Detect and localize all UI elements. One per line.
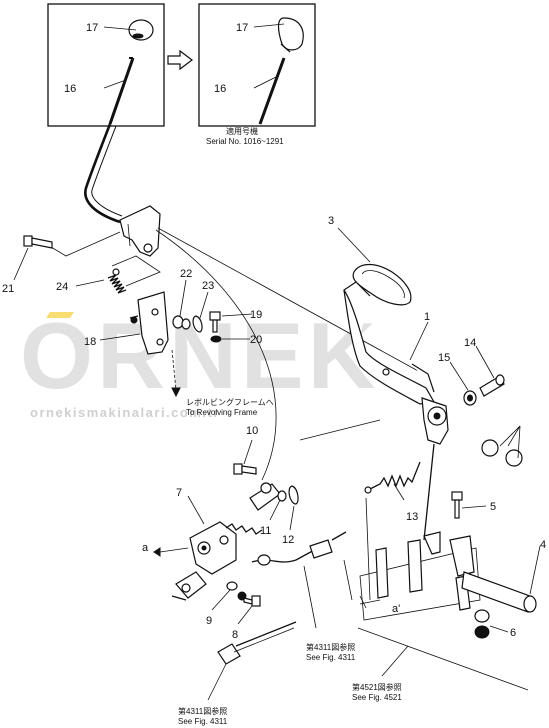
grip-4: [461, 571, 537, 613]
callout-3: 3: [328, 215, 334, 227]
callout-24: 24: [56, 281, 68, 293]
valve-7: [189, 482, 281, 575]
fig4311-note-a: See Fig. 4311: [306, 653, 356, 662]
callout-5: 5: [490, 501, 496, 513]
callout-16-left: 16: [64, 83, 76, 95]
callout-a-prime: a': [392, 603, 400, 615]
bolt-10: [233, 463, 257, 475]
callout-12: 12: [282, 534, 294, 546]
callout-14: 14: [464, 337, 476, 349]
bolt-8: [243, 595, 261, 607]
pin-22: [172, 315, 191, 330]
serial-note-jp: 適用号機: [226, 126, 258, 136]
bolt-21: [23, 235, 53, 249]
pin-11: [277, 490, 287, 502]
callout-17-right: 17: [236, 22, 248, 34]
watermark-sub: ornekismakinalari.com.tr: [30, 405, 220, 420]
fitting-lower: [171, 571, 207, 601]
callout-16-right: 16: [214, 83, 226, 95]
washer-9: [226, 581, 247, 601]
revolving-note: To Revolving Frame: [186, 408, 258, 417]
spring-24: [107, 268, 127, 294]
lower-bracket: [359, 497, 481, 621]
callout-20: 20: [250, 334, 262, 346]
bolt-14: [479, 374, 505, 397]
callout-9: 9: [206, 615, 212, 627]
callout-13: 13: [406, 511, 418, 523]
fig4521-note: See Fig. 4521: [352, 693, 402, 702]
callout-4: 4: [540, 539, 546, 551]
bracket-18: [129, 291, 169, 355]
spring-13: [364, 461, 421, 494]
lever-rod: [84, 123, 123, 224]
arrow-a: [153, 547, 189, 557]
callout-21: 21: [2, 283, 14, 295]
callout-23: 23: [202, 280, 214, 292]
bolt-5: [451, 491, 463, 519]
fig4311-note-a-jp: 第4311図参照: [306, 642, 355, 652]
fig4521-note-jp: 第4521図参照: [352, 682, 402, 692]
inset-right: [198, 3, 316, 127]
bolt-19: [209, 311, 221, 333]
hose-right: [251, 531, 347, 566]
callout-8: 8: [232, 629, 238, 641]
inset-arrow: [167, 49, 193, 71]
pivot-link: [421, 397, 449, 541]
watermark-accent: [46, 312, 74, 318]
leaders: [13, 23, 541, 701]
callout-15: 15: [438, 352, 450, 364]
cables: [155, 229, 529, 691]
inset-left: [47, 3, 165, 127]
callout-7: 7: [176, 487, 182, 499]
callout-10: 10: [246, 425, 258, 437]
serial-note: Serial No. 1016~1291: [206, 137, 284, 146]
nut-15: [463, 390, 477, 406]
washer-20: [210, 335, 222, 343]
callout-22: 22: [180, 268, 192, 280]
hose-lower: [217, 621, 297, 665]
callout-a: a: [142, 542, 149, 554]
bushing-pair: [481, 425, 523, 467]
fig4311-note-b-jp: 第4311図参照: [178, 706, 227, 716]
revolving-link: [171, 349, 181, 398]
callout-11: 11: [260, 525, 271, 537]
callout-1: 1: [424, 311, 430, 323]
clip-23: [192, 315, 203, 333]
nuts-6: [474, 609, 490, 639]
callouts: 17 16 17 16 3 1 15 14 21 24 22 23 18 19 …: [2, 22, 546, 641]
arrow-a-prime: [359, 595, 367, 609]
callout-19: 19: [250, 309, 262, 321]
lever-bracket: [119, 205, 421, 373]
callout-6: 6: [510, 627, 516, 639]
fig4311-note-b: See Fig. 4311: [178, 717, 228, 726]
callout-18: 18: [84, 336, 96, 348]
revolving-note-jp: レボルビングフレームへ: [186, 397, 274, 407]
notes: 適用号機 Serial No. 1016~1291 レボルビングフレームへ To…: [178, 126, 402, 726]
callout-17-left: 17: [86, 22, 98, 34]
clip-12: [288, 485, 299, 505]
